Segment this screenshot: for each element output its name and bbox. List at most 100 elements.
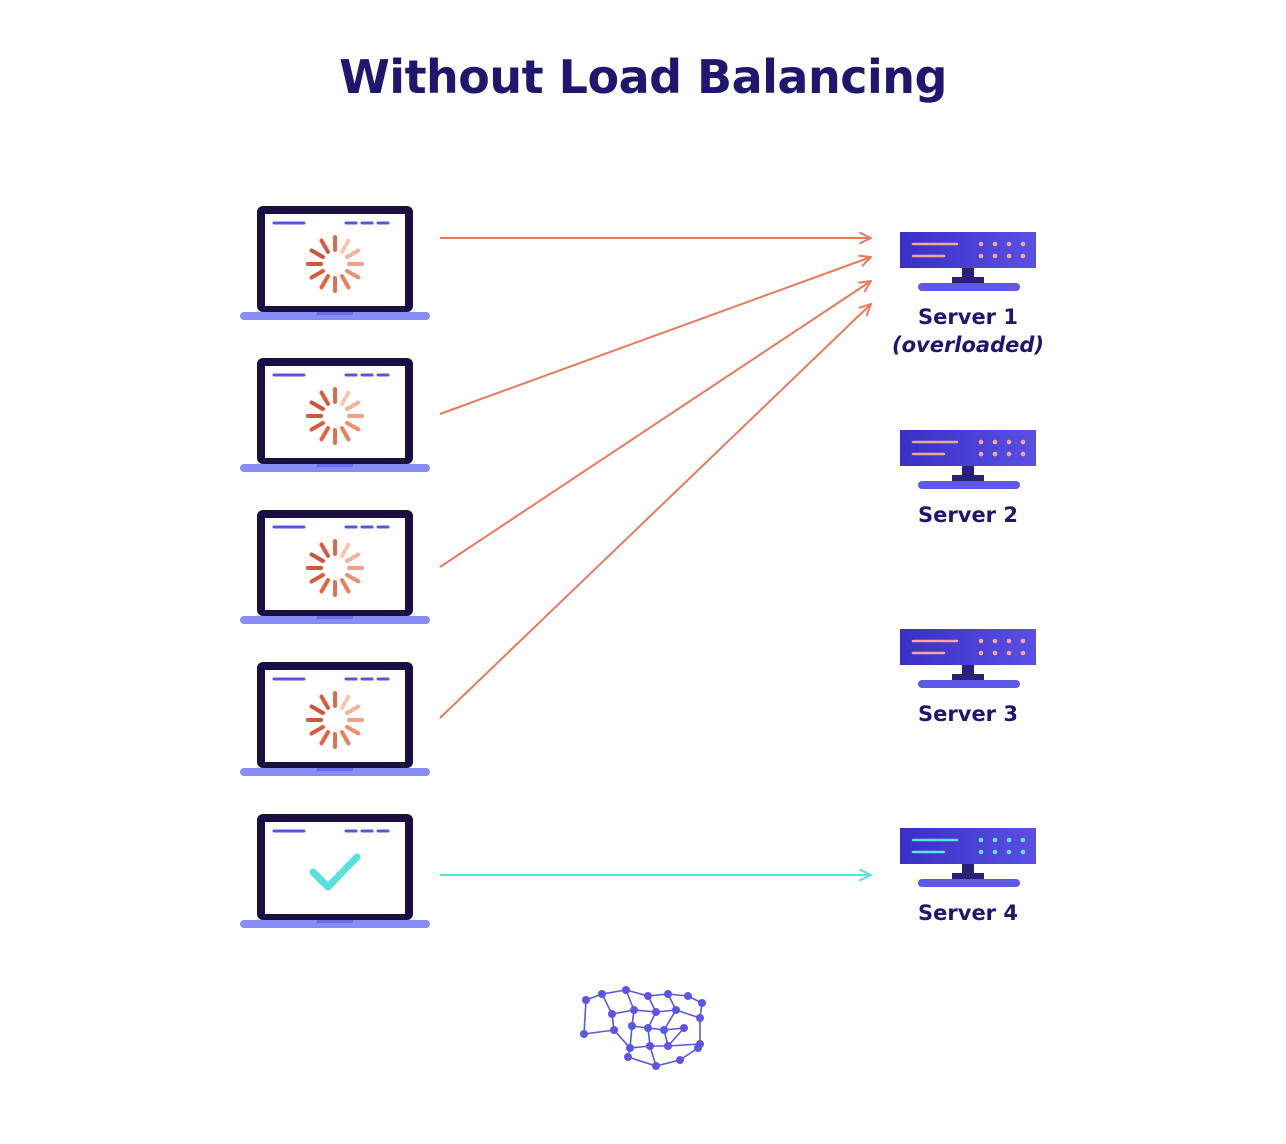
spinner-tick bbox=[340, 730, 351, 746]
logo-edge bbox=[613, 1029, 631, 1049]
logo-edge bbox=[655, 1059, 681, 1067]
spinner-icon bbox=[306, 691, 364, 749]
laptop-notch bbox=[317, 920, 353, 923]
server-2 bbox=[900, 430, 1036, 489]
logo-edge bbox=[583, 999, 587, 1035]
arrow-client-5-to-server-4 bbox=[440, 868, 872, 882]
spinner-tick bbox=[345, 573, 361, 584]
laptop-2 bbox=[240, 358, 430, 472]
laptop-notch bbox=[317, 464, 353, 467]
server-group bbox=[900, 232, 1036, 887]
server-stand bbox=[918, 283, 1020, 291]
spinner-icon bbox=[306, 235, 364, 293]
spinner-tick bbox=[309, 421, 325, 432]
server-stand bbox=[918, 481, 1020, 489]
spinner-tick bbox=[340, 542, 351, 558]
server-led bbox=[1006, 253, 1012, 259]
spinner-tick bbox=[319, 390, 330, 406]
server-body bbox=[900, 430, 1036, 466]
server-led bbox=[1006, 241, 1012, 247]
spinner-tick bbox=[340, 694, 351, 710]
server-name: Server 3 bbox=[918, 702, 1018, 726]
server-led bbox=[1006, 849, 1012, 855]
server-led bbox=[992, 253, 998, 259]
arrow-client-2-to-server-1 bbox=[439, 254, 872, 415]
spinner-tick bbox=[340, 578, 351, 594]
request-arrows bbox=[439, 231, 872, 882]
server-led bbox=[1020, 439, 1026, 445]
spinner-tick bbox=[309, 573, 325, 584]
server-led bbox=[1020, 638, 1026, 644]
logo-node bbox=[676, 1056, 684, 1064]
server-led bbox=[1020, 451, 1026, 457]
spinner-tick bbox=[319, 238, 330, 254]
server-led bbox=[978, 439, 984, 445]
server-led bbox=[978, 638, 984, 644]
spinner-tick bbox=[309, 704, 325, 715]
arrow-client-1-to-server-1 bbox=[440, 231, 872, 245]
arrow-shaft bbox=[439, 280, 872, 568]
logo-node bbox=[598, 990, 606, 998]
logo-node bbox=[652, 1062, 660, 1070]
laptop-4 bbox=[240, 662, 430, 776]
logo-node bbox=[610, 1026, 618, 1034]
server-led bbox=[1020, 650, 1026, 656]
client-laptops bbox=[240, 206, 430, 928]
spinner-tick bbox=[319, 426, 330, 442]
spinner-tick bbox=[309, 400, 325, 411]
logo-node bbox=[696, 1014, 704, 1022]
logo-node bbox=[664, 990, 672, 998]
logo-node bbox=[672, 1006, 680, 1014]
checkmark-icon bbox=[309, 853, 361, 891]
logo-edge bbox=[627, 1056, 657, 1067]
arrow-shaft bbox=[439, 256, 872, 415]
server-led bbox=[992, 638, 998, 644]
logo-node bbox=[608, 1010, 616, 1018]
server-foot bbox=[952, 277, 984, 284]
server-led bbox=[992, 837, 998, 843]
server-name: Server 1 bbox=[918, 305, 1018, 329]
spinner-icon bbox=[306, 539, 364, 597]
server-name: Server 2 bbox=[918, 503, 1018, 527]
server-stand bbox=[918, 680, 1020, 688]
logo-node bbox=[624, 1053, 632, 1061]
server-1 bbox=[900, 232, 1036, 291]
server-led bbox=[1020, 253, 1026, 259]
spinner-tick bbox=[309, 552, 325, 563]
server-led bbox=[992, 849, 998, 855]
laptop-base bbox=[240, 616, 430, 624]
laptop-1 bbox=[240, 206, 430, 320]
server-led bbox=[1020, 837, 1026, 843]
server-led bbox=[1006, 439, 1012, 445]
network-cube-logo bbox=[580, 986, 706, 1070]
laptop-base bbox=[240, 464, 430, 472]
server-foot bbox=[952, 674, 984, 681]
arrow-head bbox=[858, 280, 872, 293]
spinner-tick bbox=[340, 238, 351, 254]
arrow-client-4-to-server-1 bbox=[439, 303, 872, 719]
server-led bbox=[1006, 451, 1012, 457]
server-led bbox=[992, 451, 998, 457]
spinner-tick bbox=[345, 725, 361, 736]
server-led bbox=[1006, 837, 1012, 843]
logo-node bbox=[630, 1006, 638, 1014]
server-foot bbox=[952, 873, 984, 880]
spinner-tick bbox=[319, 274, 330, 290]
logo-node bbox=[644, 1024, 652, 1032]
logo-node bbox=[680, 1024, 688, 1032]
logo-node bbox=[652, 1008, 660, 1016]
logo-node bbox=[626, 1044, 634, 1052]
spinner-tick bbox=[345, 552, 361, 563]
logo-edge bbox=[675, 1009, 701, 1019]
server-led bbox=[1006, 650, 1012, 656]
laptop-notch bbox=[317, 616, 353, 619]
laptop-notch bbox=[317, 312, 353, 315]
spinner-tick bbox=[340, 274, 351, 290]
server-led bbox=[1020, 849, 1026, 855]
spinner-icon bbox=[306, 387, 364, 445]
server-body bbox=[900, 232, 1036, 268]
spinner-tick bbox=[345, 269, 361, 280]
arrow-head bbox=[859, 231, 872, 245]
logo-edge bbox=[583, 1029, 615, 1035]
